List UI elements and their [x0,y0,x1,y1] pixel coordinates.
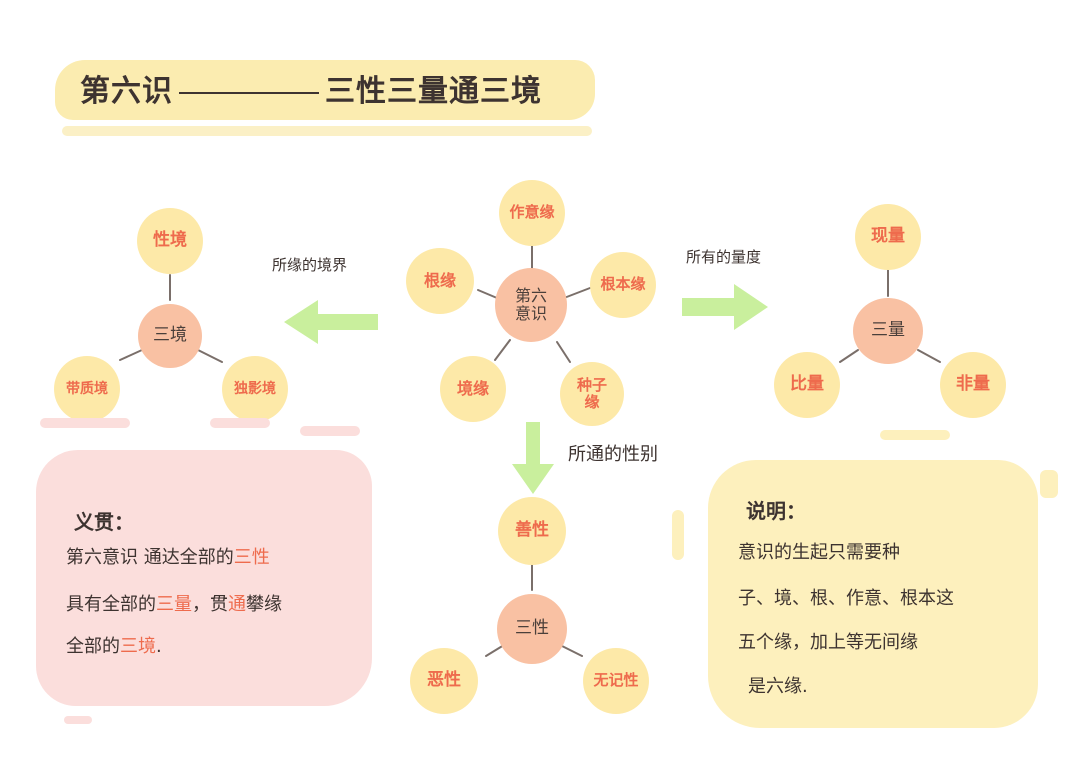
node-xian-liang: 现量 [855,204,921,270]
decor-stroke [300,426,360,436]
node-label: 现量 [871,226,905,247]
text-span: ，贯 [192,594,228,615]
node-label: 三性 [515,618,549,639]
node-label: 带质境 [66,380,108,397]
node-di-liu-yi-shi: 第六意识 [495,268,567,342]
connector-line [556,341,571,363]
node-label: 独影境 [234,380,276,397]
node-san-liang: 三量 [853,298,923,364]
title-prefix: 第六识 [80,74,173,109]
connector-line [559,644,583,657]
node-label: 根缘 [423,270,456,290]
arrow-to-right [682,284,768,330]
node-du-ying-jing: 独影境 [222,356,288,422]
note-line-2: 子、境、根、作意、根本这 [738,588,954,609]
node-san-xing: 三性 [497,594,567,664]
node-label: 三境 [153,325,187,346]
meaning-line-1: 第六意识 通达全部的三性 [66,543,270,569]
highlight-text: 三量 [156,594,192,615]
arrow-label-left: 所缘的境界 [272,256,348,274]
node-label: 善性 [515,520,549,541]
text-span: 全部的 [66,636,120,657]
node-label: 根本缘 [600,275,646,294]
text-span: 具有全部的 [66,594,156,615]
arrow-label-right: 所有的量度 [686,248,762,266]
node-san-jing: 三境 [138,304,202,368]
page-title: 第六识 三性三量通三境 [80,72,542,112]
meaning-line-3: 全部的三境. [66,632,162,658]
node-label: 种子缘 [576,375,607,411]
title-underline [62,126,592,136]
title-suffix: 三性三量通三境 [325,74,542,109]
connector-line [563,287,591,299]
connector-line [839,349,859,363]
node-dai-zhi-jing: 带质境 [54,356,120,422]
highlight-text: 通 [228,594,246,615]
connector-line [917,349,941,363]
node-label: 无记性 [593,671,639,690]
title-highlight [55,60,595,120]
node-label: 非量 [956,374,990,395]
node-wu-ji-xing: 无记性 [583,648,649,714]
node-e-xing: 恶性 [410,648,478,714]
decor-stroke [672,510,684,560]
text-span: . [156,636,162,657]
note-line-1: 意识的生起只需要种 [738,542,900,563]
note-title: 说明： [746,499,806,523]
node-label: 作意缘 [509,203,555,222]
arrow-label-down: 所通的性别 [568,444,658,465]
note-box [708,460,1038,728]
connector-line [477,289,498,299]
connector-line [119,349,143,361]
node-gen-yuan: 根缘 [406,248,474,314]
connector-line [494,339,511,361]
decor-stroke [40,418,130,428]
note-line-4: 是六缘. [748,676,808,697]
highlight-text: 三性 [233,547,270,568]
decor-stroke [880,430,950,440]
node-zuo-yi-yuan: 作意缘 [499,180,565,246]
node-shan-xing: 善性 [498,497,566,565]
arrow-down [512,422,554,494]
node-label: 比量 [790,374,824,395]
node-jing-yuan: 境缘 [440,356,506,422]
text-span: 攀缘 [246,594,282,615]
decor-stroke [210,418,270,428]
node-zhong-zi-yuan: 种子缘 [560,362,624,426]
node-gen-ben-yuan: 根本缘 [590,252,656,318]
node-xing-jing: 性境 [137,208,203,274]
node-label: 性境 [153,230,187,251]
node-label: 三量 [871,320,905,341]
connector-line [197,349,223,363]
text-span: 第六意识 通达全部的 [66,547,234,568]
meaning-title: 义贯： [74,510,134,534]
highlight-text: 三境 [120,636,156,657]
node-label: 境缘 [456,378,489,398]
arrow-to-left [284,300,378,344]
node-fei-liang: 非量 [940,352,1006,418]
node-bi-liang: 比量 [774,352,840,418]
note-line-3: 五个缘，加上等无间缘 [738,632,918,653]
meaning-box [36,450,372,706]
node-label: 第六意识 [514,285,547,323]
meaning-line-2: 具有全部的三量，贯通攀缘 [66,590,282,616]
node-label: 恶性 [427,670,461,691]
decor-stroke [1040,470,1058,498]
title-dash [179,91,319,94]
decor-stroke [64,716,92,724]
